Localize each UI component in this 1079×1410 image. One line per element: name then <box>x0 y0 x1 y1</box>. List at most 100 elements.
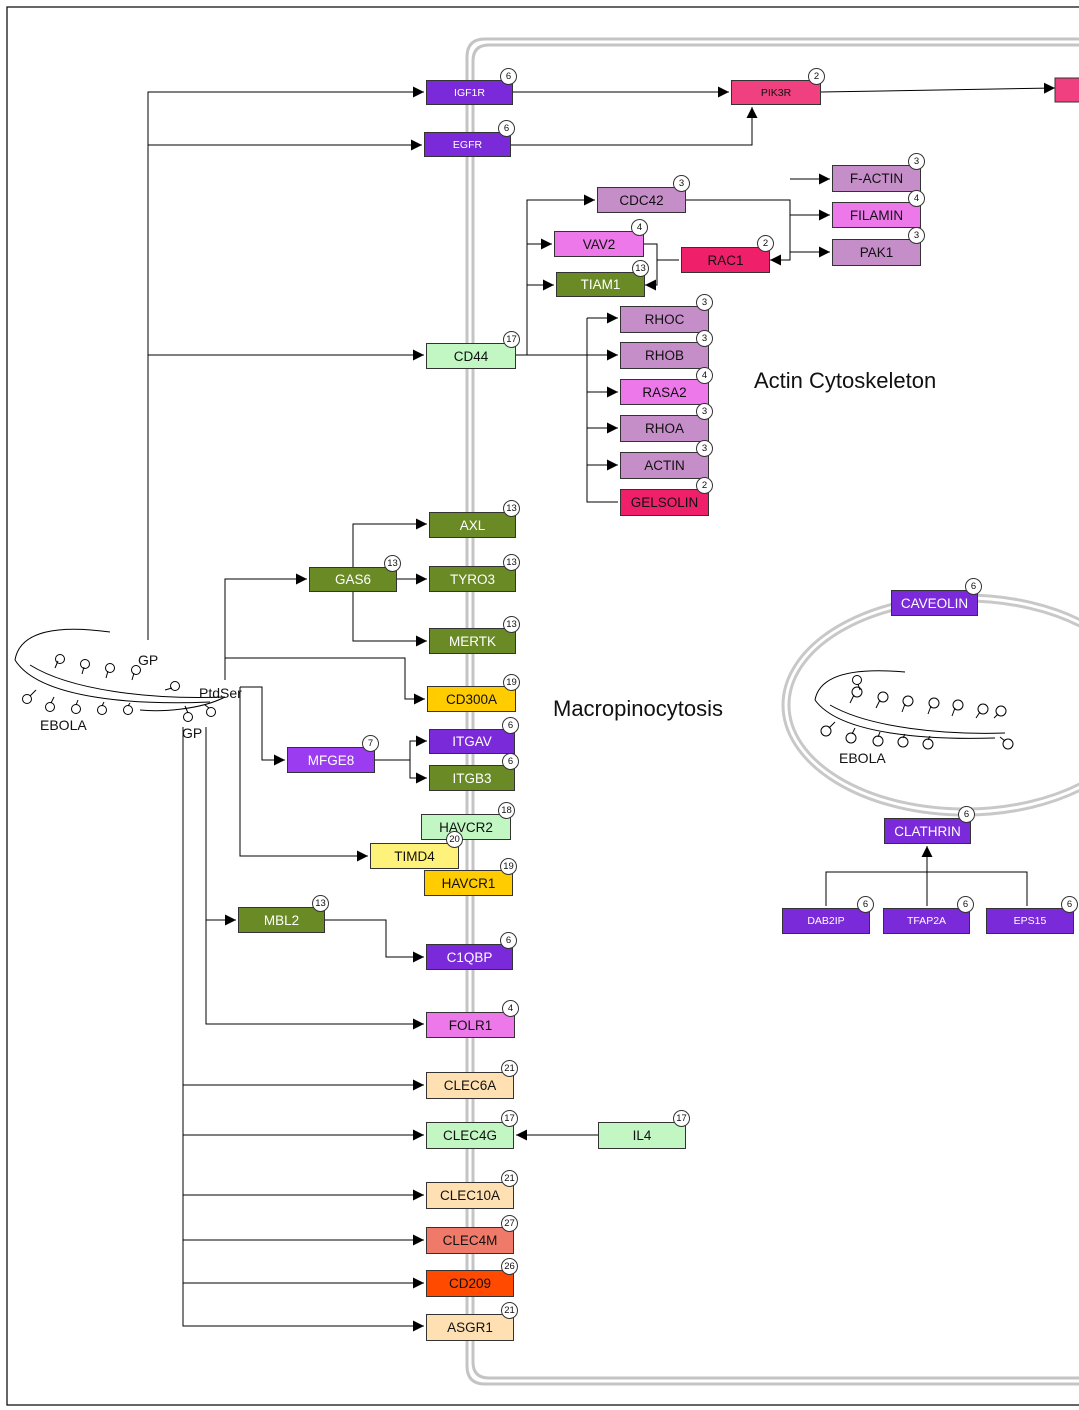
count-badge: 7 <box>362 735 379 752</box>
node-label: ITGAV <box>452 734 492 749</box>
ebola-inner-label: EBOLA <box>839 750 886 766</box>
node-timd4: TIMD4 <box>370 843 459 869</box>
count-badge: 4 <box>502 1000 519 1017</box>
count-badge: 6 <box>1061 896 1078 913</box>
ptdser-label: PtdSer <box>199 685 242 701</box>
node-label: RAC1 <box>707 253 743 268</box>
node-dab2ip: DAB2IP <box>782 908 870 934</box>
node-cd209: CD209 <box>426 1270 514 1297</box>
node-label: HAVCR2 <box>439 820 493 835</box>
node-igf1r: IGF1R <box>426 80 513 105</box>
node-pak1: PAK1 <box>832 239 921 266</box>
count-badge: 13 <box>503 616 520 633</box>
node-gas6: GAS6 <box>309 567 397 592</box>
node-label: MBL2 <box>264 913 299 928</box>
node-label: CDC42 <box>619 193 663 208</box>
node-label: FILAMIN <box>850 208 903 223</box>
count-badge: 21 <box>501 1060 518 1077</box>
node-label: TIAM1 <box>581 277 621 292</box>
count-badge: 3 <box>696 403 713 420</box>
count-badge: 3 <box>696 440 713 457</box>
node-label: TIMD4 <box>394 849 435 864</box>
node-label: FOLR1 <box>449 1018 493 1033</box>
node-rhoa: RHOA <box>620 415 709 442</box>
node-rhob: RHOB <box>620 342 709 369</box>
count-badge: 3 <box>673 175 690 192</box>
node-label: ASGR1 <box>447 1320 493 1335</box>
actin-cytoskeleton-label: Actin Cytoskeleton <box>754 368 936 394</box>
node-rasa2: RASA2 <box>620 379 709 405</box>
node-itgb3: ITGB3 <box>429 765 515 791</box>
count-badge: 17 <box>503 331 520 348</box>
node-c1qbp: C1QBP <box>426 944 513 970</box>
node-label: CD209 <box>449 1276 491 1291</box>
count-badge: 26 <box>501 1258 518 1275</box>
node-label: CAVEOLIN <box>901 596 968 611</box>
node-cd44: CD44 <box>426 343 516 369</box>
ebola-label: EBOLA <box>40 717 87 733</box>
count-badge: 13 <box>384 555 401 572</box>
node-label: VAV2 <box>583 237 616 252</box>
node-label: GAS6 <box>335 572 371 587</box>
node-label: HAVCR1 <box>442 876 496 891</box>
node-havcr2: HAVCR2 <box>421 814 511 840</box>
node-tyro3: TYRO3 <box>429 566 516 592</box>
node-label: EPS15 <box>1014 915 1047 927</box>
count-badge: 6 <box>500 932 517 949</box>
node-label: IL4 <box>633 1128 652 1143</box>
count-badge: 19 <box>500 858 517 875</box>
count-badge: 20 <box>446 831 463 848</box>
node-label: GELSOLIN <box>631 495 699 510</box>
node-tfap2a: TFAP2A <box>883 908 970 934</box>
node-caveolin: CAVEOLIN <box>891 590 978 616</box>
node-il4: IL4 <box>598 1122 686 1149</box>
gp-bottom-label: GP <box>182 725 202 741</box>
count-badge: 21 <box>501 1302 518 1319</box>
node-asgr1: ASGR1 <box>426 1314 514 1341</box>
count-badge: 21 <box>501 1170 518 1187</box>
macropinocytosis-label: Macropinocytosis <box>553 696 723 722</box>
node-label: CLATHRIN <box>894 824 961 839</box>
node-label: CD300A <box>446 692 497 707</box>
count-badge: 19 <box>503 674 520 691</box>
node-label: MERTK <box>449 634 496 649</box>
count-badge: 6 <box>957 896 974 913</box>
node-label: IGF1R <box>454 87 485 99</box>
count-badge: 6 <box>958 806 975 823</box>
node-rac1: RAC1 <box>681 247 770 273</box>
count-badge: 18 <box>498 802 515 819</box>
node-label: RASA2 <box>642 385 686 400</box>
node-label: PIK3R <box>761 87 791 99</box>
node-label: MFGE8 <box>308 753 355 768</box>
count-badge: 4 <box>696 367 713 384</box>
count-badge: 13 <box>632 260 649 277</box>
gp-top-label: GP <box>138 652 158 668</box>
node-label: C1QBP <box>447 950 493 965</box>
node-label: PAK1 <box>860 245 894 260</box>
node-axl: AXL <box>429 512 516 538</box>
node-pik3r: PIK3R <box>731 80 821 105</box>
node-label: F-ACTIN <box>850 171 903 186</box>
node-label: RHOA <box>645 421 684 436</box>
node-label: ACTIN <box>644 458 685 473</box>
count-badge: 6 <box>857 896 874 913</box>
count-badge: 3 <box>908 227 925 244</box>
node-label: ITGB3 <box>452 771 491 786</box>
node-label: CLEC4M <box>443 1233 498 1248</box>
count-badge: 6 <box>965 578 982 595</box>
node-filamin: FILAMIN <box>832 202 921 228</box>
node-clec6a: CLEC6A <box>426 1072 514 1099</box>
node-actin: ACTIN <box>620 452 709 479</box>
node-gelsolin: GELSOLIN <box>620 489 709 516</box>
count-badge: 6 <box>502 753 519 770</box>
node-clec10a: CLEC10A <box>426 1182 514 1209</box>
count-badge: 27 <box>501 1215 518 1232</box>
node-label: CLEC4G <box>443 1128 497 1143</box>
node-clec4g: CLEC4G <box>426 1122 514 1149</box>
count-badge: 13 <box>312 895 329 912</box>
node-havcr1: HAVCR1 <box>424 870 513 896</box>
node-itgav: ITGAV <box>429 729 515 754</box>
count-badge: 3 <box>908 153 925 170</box>
